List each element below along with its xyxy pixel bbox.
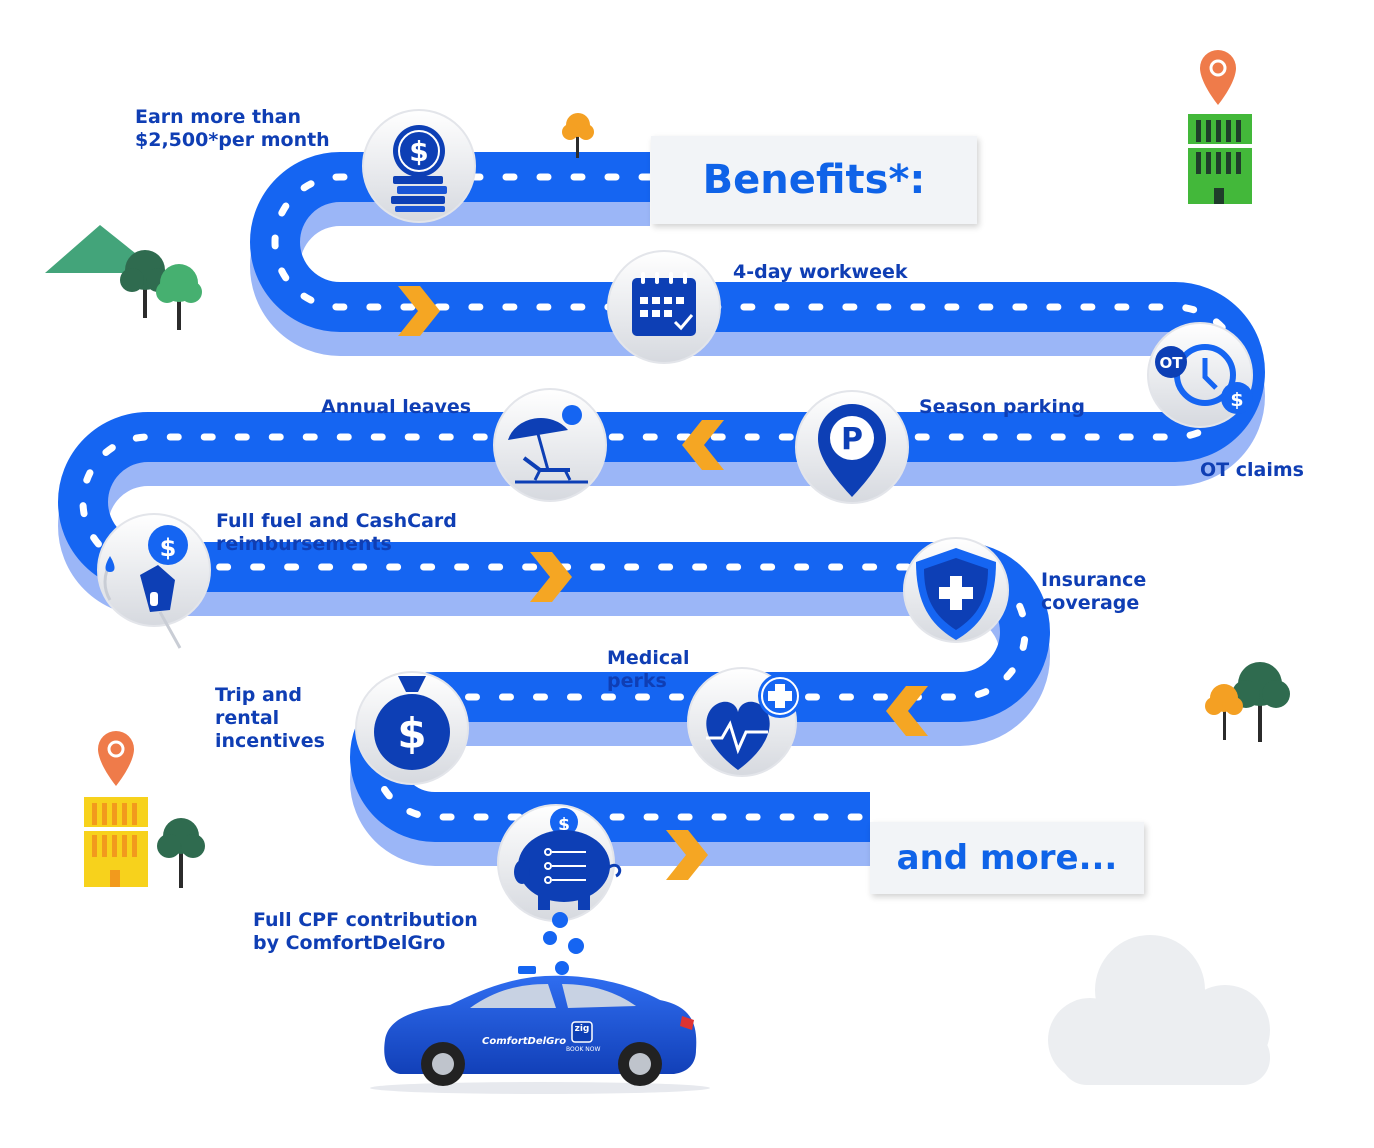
taxi-brand-text: ComfortDelGro (482, 1036, 567, 1047)
svg-text:$: $ (409, 135, 428, 168)
building-icon (1188, 114, 1252, 204)
cloud-icon (1048, 935, 1270, 1085)
svg-text:$: $ (558, 815, 570, 835)
benefit-label-ot: OT claims (1200, 459, 1304, 481)
shield-plus-icon (903, 537, 1009, 643)
ot-clock-dollar-icon: OT $ (1147, 322, 1253, 428)
money-bag-icon: $ (355, 671, 469, 785)
direction-arrows (398, 286, 928, 880)
svg-text:P: P (841, 422, 863, 457)
benefit-label-incentives: Trip and rental incentives (215, 684, 325, 752)
tree-icon (156, 264, 202, 330)
location-pin-icon (1200, 50, 1236, 105)
road-lane-dashes (79, 173, 1244, 821)
chevron-right-icon (666, 830, 708, 880)
benefit-label-leaves: Annual leaves (321, 396, 472, 418)
building-icon (84, 797, 148, 887)
benefit-label-earn: Earn more than $2,500*per month (135, 106, 330, 151)
chevron-left-icon (682, 420, 724, 470)
tree-icon (1205, 684, 1243, 740)
benefit-label-workweek: 4-day workweek (733, 261, 908, 283)
tree-icon (562, 113, 594, 158)
chevron-right-icon (398, 286, 440, 336)
benefit-label-parking: Season parking (919, 396, 1085, 418)
fuel-pump-dollar-icon: $ (97, 513, 211, 649)
benefits-heading: Benefits*: (702, 157, 926, 203)
calendar-check-icon (607, 250, 721, 364)
and-more-card: and more... (870, 822, 1144, 894)
money-stack-icon: $ (362, 109, 476, 223)
taxi-app-badge: zig (574, 1024, 590, 1034)
benefit-label-insurance: Insurance coverage (1041, 569, 1147, 614)
svg-text:$: $ (397, 709, 426, 758)
benefits-heading-card: Benefits*: (651, 136, 977, 224)
chevron-right-icon (530, 552, 572, 602)
benefit-label-medical: Medical perks (607, 647, 690, 692)
svg-text:$: $ (160, 534, 177, 562)
beach-umbrella-icon (493, 388, 607, 502)
svg-text:$: $ (1230, 389, 1243, 411)
location-pin-icon (98, 731, 134, 786)
tree-icon (157, 818, 205, 888)
chevron-left-icon (886, 686, 928, 736)
benefit-label-fuel: Full fuel and CashCard reimbursements (216, 510, 457, 555)
piggy-bank-icon: $ (497, 804, 622, 975)
taxi-car-icon (370, 966, 710, 1094)
tree-icon (120, 250, 170, 318)
and-more-text: and more... (896, 838, 1118, 878)
heart-plus-icon (687, 667, 802, 777)
svg-text:OT: OT (1160, 354, 1184, 372)
taxi-badge-sub: BOOK NOW (566, 1046, 601, 1053)
parking-pin-icon: P (795, 390, 909, 504)
benefit-label-cpf: Full CPF contribution by ComfortDelGro (253, 909, 478, 954)
